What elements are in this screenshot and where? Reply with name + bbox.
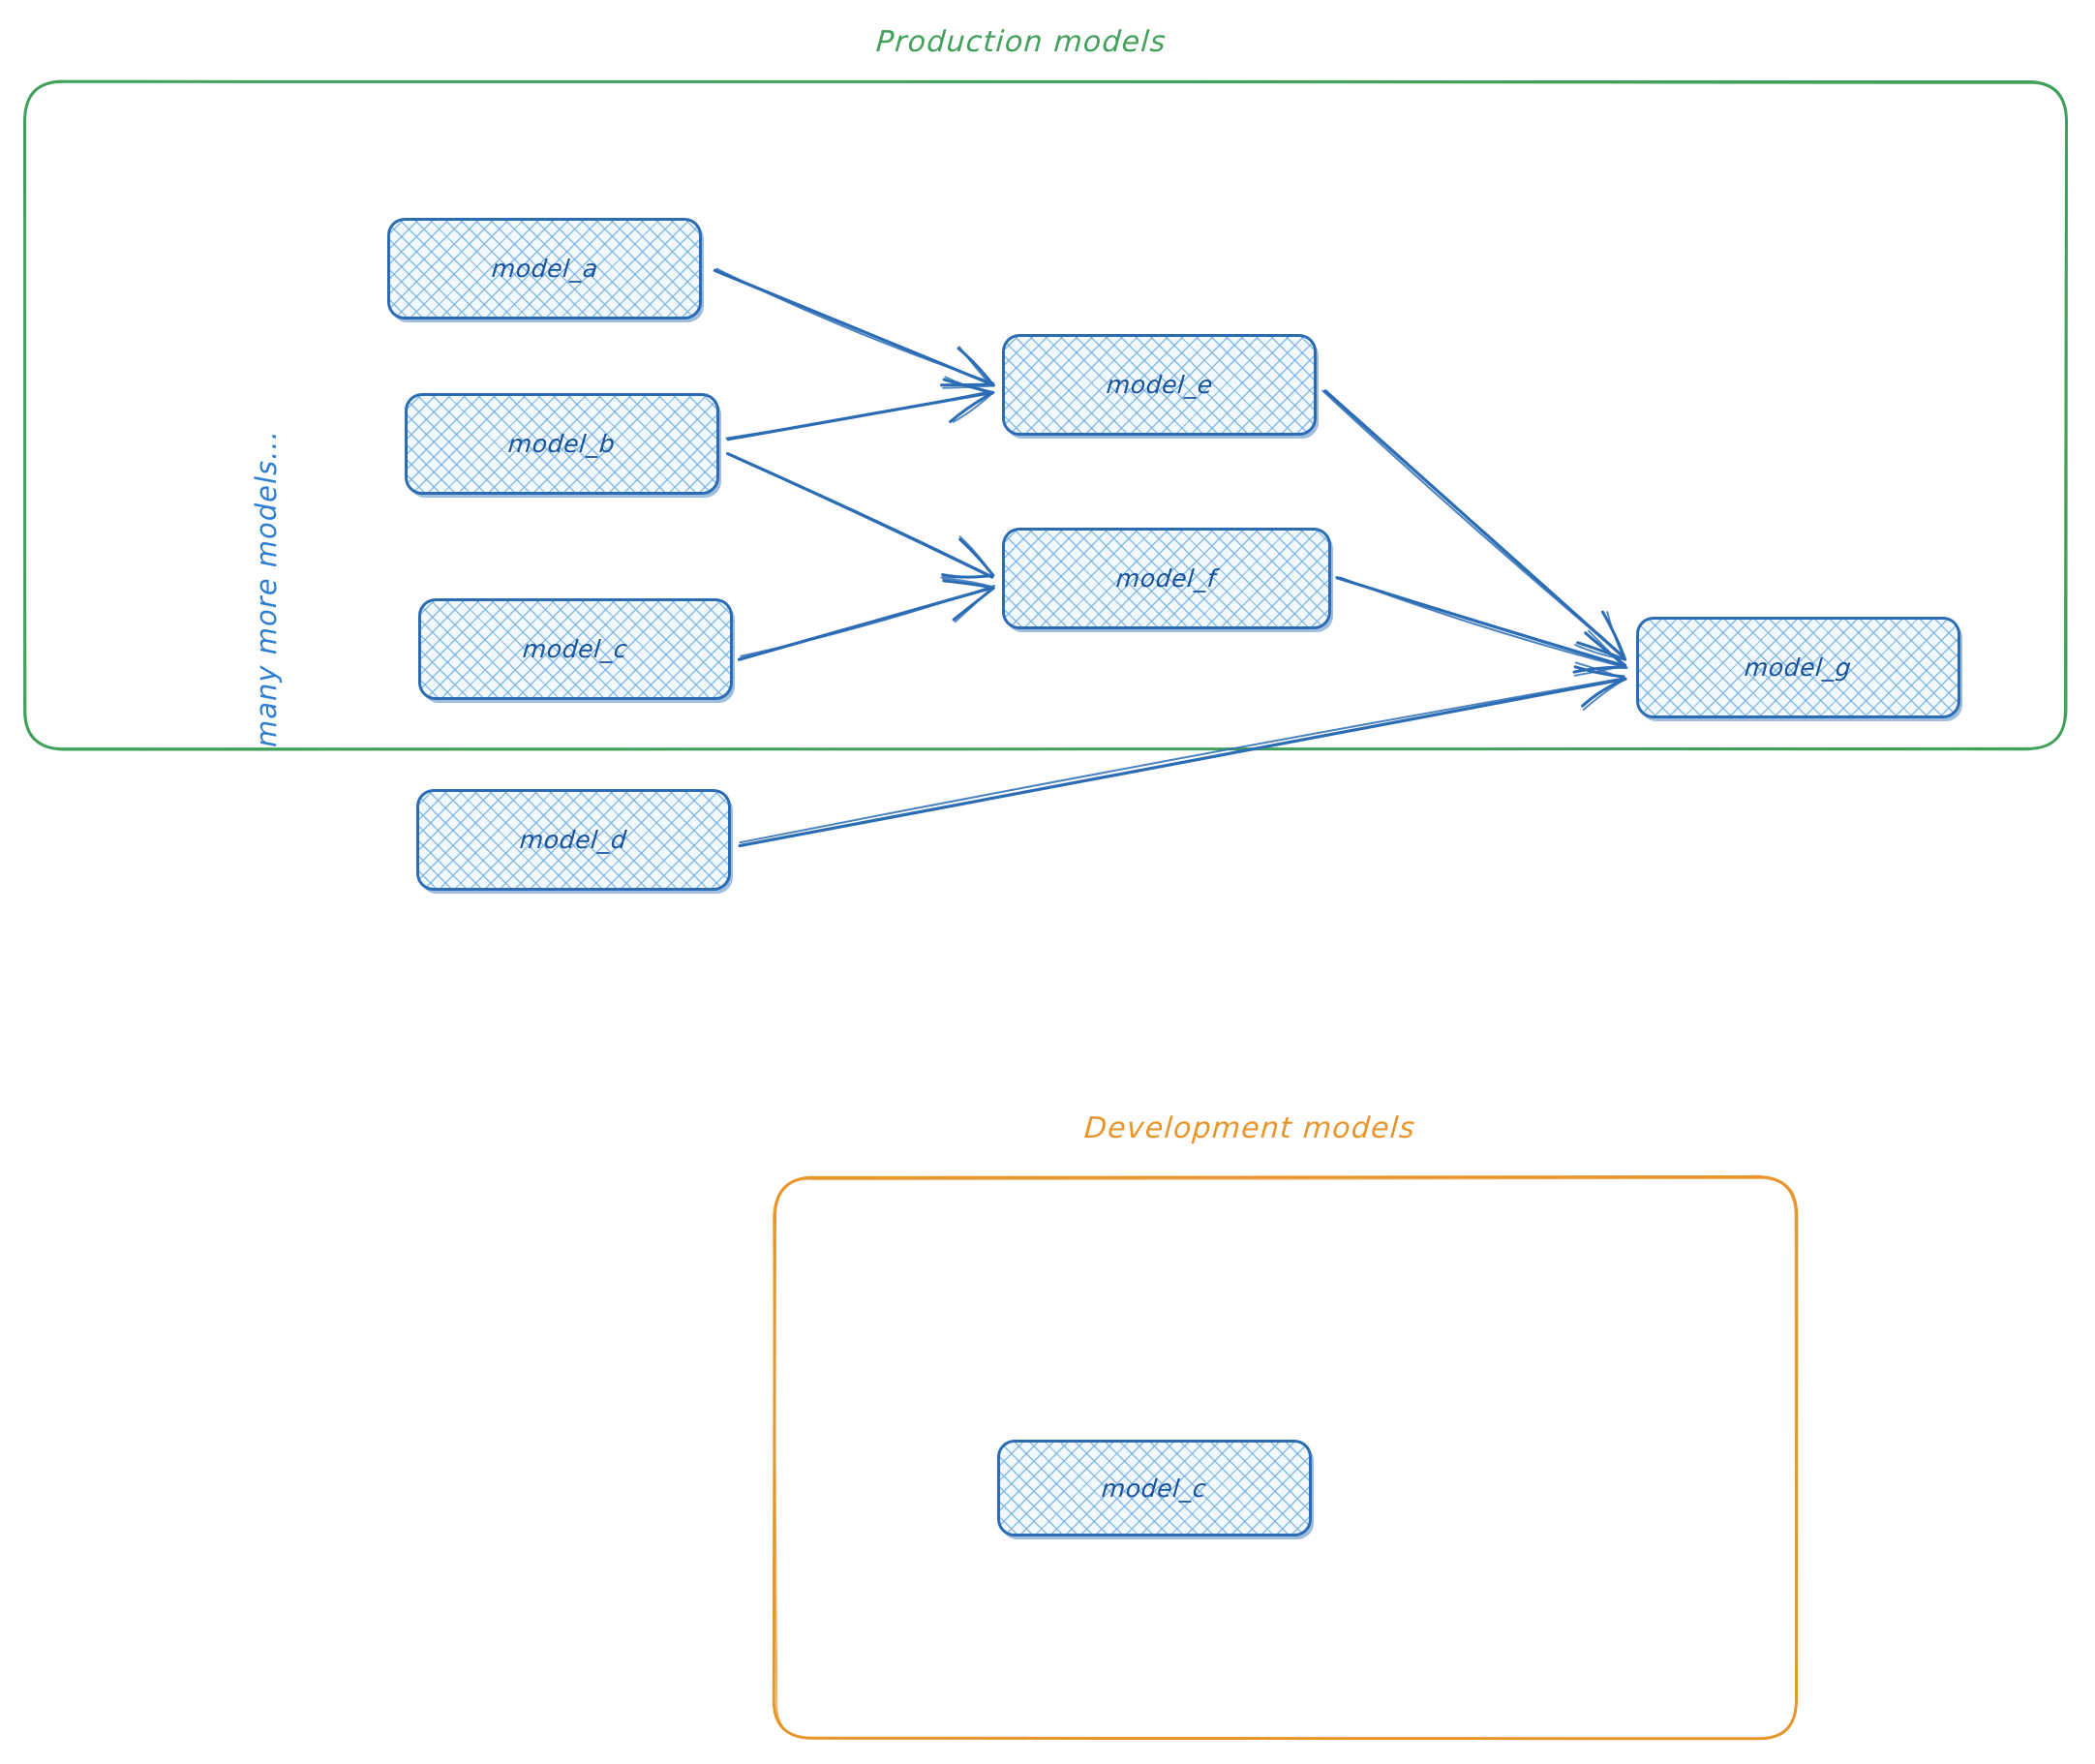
model-node-model-e[interactable]: model_e <box>1002 334 1317 436</box>
edge-f-to-g <box>1335 576 1628 677</box>
model-node-model-f[interactable]: model_f <box>1002 528 1331 629</box>
model-node-model-a[interactable]: model_a <box>387 218 702 319</box>
edge-e-to-g <box>1321 389 1627 661</box>
model-node-model-c-dev[interactable]: model_c <box>997 1440 1312 1536</box>
model-node-label: model_f <box>1115 564 1218 593</box>
edge-d-to-g <box>738 661 1627 848</box>
model-node-model-c[interactable]: model_c <box>418 598 733 700</box>
edge-a-to-e <box>713 267 995 389</box>
annotation-many-more-models: many more models... <box>250 430 283 747</box>
model-node-label: model_g <box>1744 654 1853 682</box>
model-node-model-d[interactable]: model_d <box>416 789 731 891</box>
model-node-label: model_b <box>507 430 617 458</box>
model-node-label: model_e <box>1105 371 1214 399</box>
model-node-label: model_d <box>519 826 628 854</box>
model-node-label: model_a <box>490 255 599 283</box>
group-label-development: Development models <box>1082 1111 1417 1145</box>
group-label-production: Production models <box>874 25 1169 59</box>
model-node-model-b[interactable]: model_b <box>405 393 719 495</box>
edge-c-to-f <box>737 577 995 661</box>
edge-b-to-f <box>726 452 995 579</box>
edge-b-to-e <box>725 376 995 441</box>
model-node-label: model_c <box>1101 1474 1208 1503</box>
model-node-model-g[interactable]: model_g <box>1636 617 1960 718</box>
model-node-label: model_c <box>522 635 629 663</box>
